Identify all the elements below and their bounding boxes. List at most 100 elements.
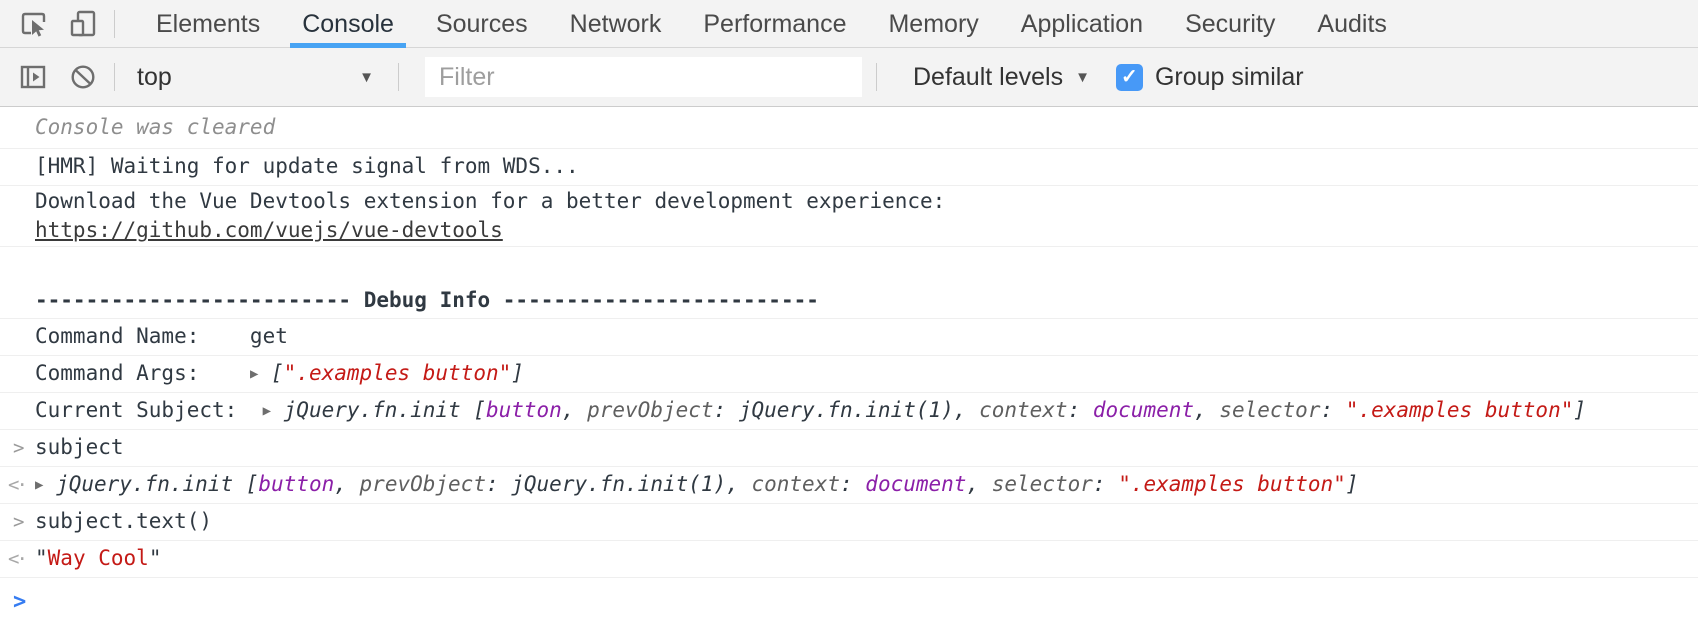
text-segment: " (148, 546, 162, 571)
toolbar-divider (114, 9, 115, 38)
log-levels-dropdown[interactable]: Default levels ▼ (913, 63, 1090, 92)
expand-arrow-icon[interactable]: ▶ (35, 477, 44, 494)
device-toolbar-icon (70, 10, 95, 37)
log-current-subject: Current Subject: ▶ jQuery.fn.init [butto… (0, 393, 1698, 430)
toolbar-divider (398, 63, 399, 91)
console-prompt-icon: > (13, 589, 27, 614)
text-segment: context (751, 472, 840, 497)
filter-input[interactable] (425, 57, 862, 97)
text-segment: , (1194, 398, 1220, 423)
text-segment: : (1320, 398, 1346, 423)
tab-bar: Elements Console Sources Network Performance… (0, 0, 1698, 48)
log-levels-label: Default levels (913, 62, 1064, 91)
log-blank-line (0, 247, 1698, 283)
tab-performance[interactable]: Performance (703, 9, 847, 38)
console-row-text: Command Args: ▶ [".examples button"] (35, 359, 524, 388)
text-segment: : (1067, 398, 1093, 423)
console-sidebar-toggle-button[interactable] (16, 60, 50, 94)
text-segment: Current Subject: (35, 398, 263, 423)
expand-arrow-icon[interactable]: ▶ (249, 366, 259, 383)
toolbar-divider (114, 63, 115, 91)
console-row-text: Command Name: get (35, 322, 288, 351)
inspect-cursor-icon (21, 12, 45, 37)
text-segment: [HMR] Waiting for update signal from WDS… (35, 154, 579, 179)
text-segment: " (35, 546, 48, 571)
tab-elements[interactable]: Elements (156, 9, 261, 38)
text-segment: : jQuery.fn.init(1), (485, 472, 752, 497)
text-segment: ".examples button" (1345, 398, 1574, 423)
device-toolbar-button[interactable] (66, 7, 100, 41)
text-segment: ------------------------- Debug Info ---… (35, 287, 819, 312)
console-row-text: subject (35, 433, 124, 462)
result-subject: <·▶ jQuery.fn.init [button, prevObject: … (0, 467, 1698, 504)
group-similar-checkbox[interactable]: ✓ (1115, 63, 1143, 91)
text-segment: ] (511, 361, 524, 386)
input-echo-icon: > (13, 437, 25, 459)
text-segment: Console was cleared (35, 114, 276, 139)
tab-memory[interactable]: Memory (888, 9, 979, 38)
text-segment: , (561, 398, 588, 423)
text-segment: jQuery.fn.init [ (271, 398, 486, 423)
text-segment: prevObject (359, 472, 486, 497)
log-hmr: [HMR] Waiting for update signal from WDS… (0, 149, 1698, 186)
text-segment: document (865, 472, 967, 497)
clear-console-icon (71, 65, 95, 89)
text-segment: selector (991, 472, 1093, 497)
text-segment: Command Name: get (35, 324, 288, 349)
log-command-args: Command Args: ▶ [".examples button"] (0, 356, 1698, 393)
text-segment: : (840, 472, 866, 497)
clear-console-button[interactable] (66, 60, 100, 94)
text-segment: button (258, 472, 335, 497)
console-row-text: Current Subject: ▶ jQuery.fn.init [butto… (35, 396, 1586, 425)
console-row-text: ▶ jQuery.fn.init [button, prevObject: jQ… (35, 470, 1358, 499)
text-segment: Download the Vue Devtools extension for … (35, 188, 946, 213)
tab-application[interactable]: Application (1020, 9, 1144, 38)
vue-devtools-link[interactable]: https://github.com/vuejs/vue-devtools (35, 218, 503, 242)
input-echo-icon: > (13, 511, 25, 533)
tab-sources[interactable]: Sources (435, 9, 528, 38)
tab-audits[interactable]: Audits (1317, 9, 1387, 38)
result-way-cool: <· "Way Cool" (0, 541, 1698, 578)
text-segment: [ (258, 361, 284, 386)
text-segment: ".examples button" (283, 361, 512, 386)
expand-arrow-icon[interactable]: ▶ (262, 403, 272, 420)
log-command-name: Command Name: get (0, 319, 1698, 356)
input-echo-subject-text: > subject.text() (0, 504, 1698, 541)
sidebar-panel-icon (20, 65, 46, 89)
panel-tabs: Elements Console Sources Network Performance… (135, 0, 1408, 48)
console-row-text: [HMR] Waiting for update signal from WDS… (35, 152, 579, 181)
console-row-text: Download the Vue Devtools extension for … (35, 187, 945, 246)
inspect-element-button[interactable] (16, 7, 50, 41)
console-toolbar: top ▼ Default levels ▼ ✓ Group similar (0, 48, 1698, 107)
toolbar-divider (876, 63, 877, 91)
console-prompt-row: > (0, 578, 1698, 625)
return-value-icon: <· (8, 548, 28, 570)
console-row-text: "Way Cool" (35, 544, 161, 573)
tab-console[interactable]: Console (288, 0, 408, 48)
text-segment: ] (1573, 398, 1587, 423)
check-icon: ✓ (1121, 66, 1138, 88)
text-segment: : (1092, 472, 1119, 497)
filter-container (425, 57, 862, 97)
text-segment: selector (1219, 398, 1321, 423)
text-segment: subject.text() (35, 509, 213, 534)
tab-security[interactable]: Security (1185, 9, 1276, 38)
text-segment: button (485, 398, 562, 423)
tab-network[interactable]: Network (569, 9, 662, 38)
chevron-down-icon: ▼ (1075, 68, 1090, 86)
console-row-text: subject.text() (35, 507, 212, 536)
text-segment: jQuery.fn.init [ (43, 472, 259, 497)
text-segment: , (334, 472, 360, 497)
text-segment: ] (1345, 472, 1359, 497)
context-selector-dropdown[interactable]: top ▼ (129, 63, 384, 92)
text-segment: Command Args: (35, 361, 250, 386)
console-cleared-message: Console was cleared (0, 107, 1698, 149)
input-echo-subject: > subject (0, 430, 1698, 467)
log-vue-devtools: Download the Vue Devtools extension for … (0, 186, 1698, 247)
text-segment: context (979, 398, 1068, 423)
text-segment: subject (35, 435, 124, 460)
text-segment: document (1092, 398, 1195, 423)
text-segment: Way Cool (47, 546, 149, 571)
log-debug-info-header: ------------------------- Debug Info ---… (0, 283, 1698, 319)
text-segment: ".examples button" (1118, 472, 1346, 497)
